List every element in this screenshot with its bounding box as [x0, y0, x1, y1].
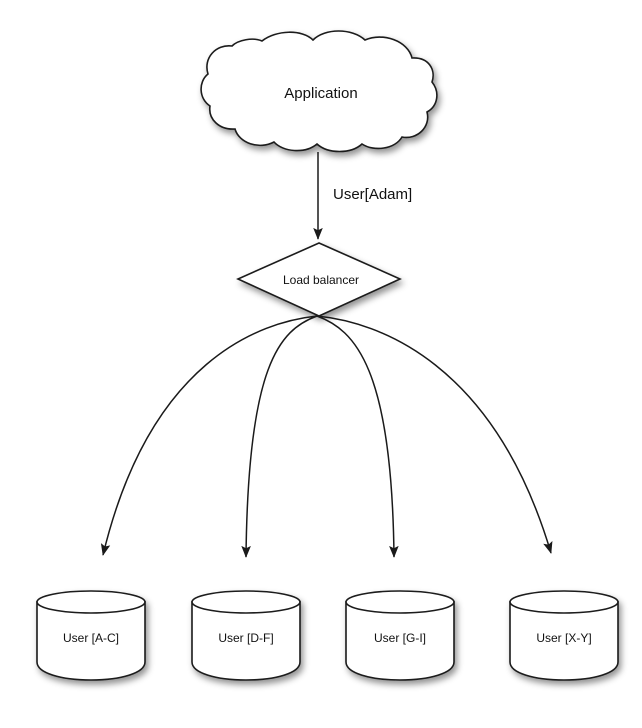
edge-loadbalancer-to-db-3 [316, 315, 399, 558]
cloud-label: Application [284, 85, 358, 102]
load-balancer-label: Load balancer [282, 273, 360, 287]
database-label-4: User [X-Y] [536, 631, 592, 645]
database-label-2: User [D-F] [218, 631, 274, 645]
database-cylinder-icon [191, 590, 301, 681]
edge-label-user-adam: User[Adam] [333, 186, 413, 203]
cloud-icon [200, 30, 438, 153]
database-cylinder-icon [36, 590, 146, 681]
edge-loadbalancer-to-db-1 [100, 315, 318, 556]
edge-loadbalancer-to-db-4 [316, 315, 553, 554]
database-label-3: User [G-I] [373, 631, 426, 645]
database-cylinder-icon [345, 590, 455, 681]
edge-loadbalancer-to-db-2 [241, 315, 318, 558]
database-label-1: User [A-C] [62, 631, 119, 645]
database-cylinder-icon [509, 590, 619, 681]
